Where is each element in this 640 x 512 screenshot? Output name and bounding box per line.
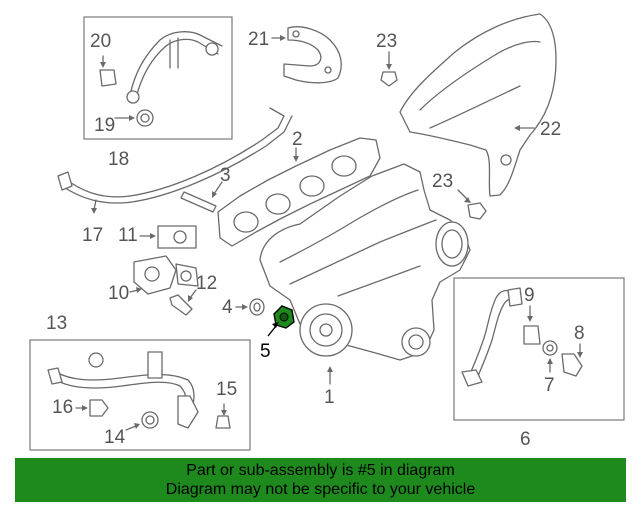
part-17-pipe (57, 107, 293, 214)
part-3-stud (180, 181, 223, 213)
callout-8: 8 (574, 323, 585, 344)
callout-6: 6 (520, 429, 531, 450)
part-16-fitting (75, 399, 109, 417)
part-7-ring (542, 340, 558, 373)
part-21-bracket (271, 26, 342, 84)
callout-22: 22 (540, 119, 562, 140)
part-15-bolt (215, 403, 231, 429)
callout-17: 17 (82, 225, 104, 246)
group-box-18 (83, 16, 233, 140)
part-13-pipe (47, 351, 199, 429)
part-19-ring (114, 109, 154, 127)
callout-16: 16 (52, 397, 74, 418)
group-box-6 (453, 277, 625, 421)
parts-diagram (29, 13, 625, 451)
banner-line-1: Part or sub-assembly is #5 in diagram (186, 462, 455, 479)
part-2-gasket (217, 137, 381, 247)
callout-7: 7 (544, 375, 555, 396)
callout-1: 1 (324, 387, 335, 408)
callout-23-upper: 23 (376, 31, 398, 52)
callout-11: 11 (118, 225, 138, 246)
part-1-turbo-manifold (259, 163, 471, 385)
callout-14: 14 (104, 427, 126, 448)
callout-15: 15 (216, 379, 238, 400)
callout-23-lower: 23 (432, 171, 454, 192)
callout-13: 13 (46, 313, 68, 334)
part-14-ring (125, 411, 159, 431)
highlight-banner: Part or sub-assembly is #5 in diagram Di… (15, 458, 626, 502)
callout-20: 20 (90, 31, 112, 52)
part-22-heat-shield (399, 13, 557, 197)
callout-12: 12 (196, 273, 218, 294)
callout-18: 18 (108, 149, 130, 170)
part-10-flange (129, 255, 199, 295)
callout-19: 19 (94, 115, 116, 136)
callout-5[interactable]: 5 (260, 341, 271, 362)
banner-line-2: Diagram may not be specific to your vehi… (165, 481, 476, 498)
callout-4: 4 (222, 297, 233, 318)
callout-10: 10 (108, 283, 130, 304)
part-12-bolt (169, 289, 197, 316)
callout-3: 3 (220, 165, 231, 186)
part-8-bolt (561, 343, 583, 377)
part-4-ring (235, 298, 265, 316)
group-box-13 (29, 339, 251, 451)
part-23-bolt-lower (457, 189, 487, 220)
part-9-fitting (523, 305, 541, 345)
part-6-pipe (461, 287, 523, 387)
part-11-gasket (139, 225, 197, 249)
callout-2: 2 (292, 129, 303, 150)
callout-21: 21 (248, 29, 270, 50)
part-20-hose (99, 31, 223, 104)
callout-9: 9 (524, 285, 535, 306)
part-5-highlighted[interactable] (267, 305, 295, 337)
part-23-bolt-upper (380, 51, 398, 87)
